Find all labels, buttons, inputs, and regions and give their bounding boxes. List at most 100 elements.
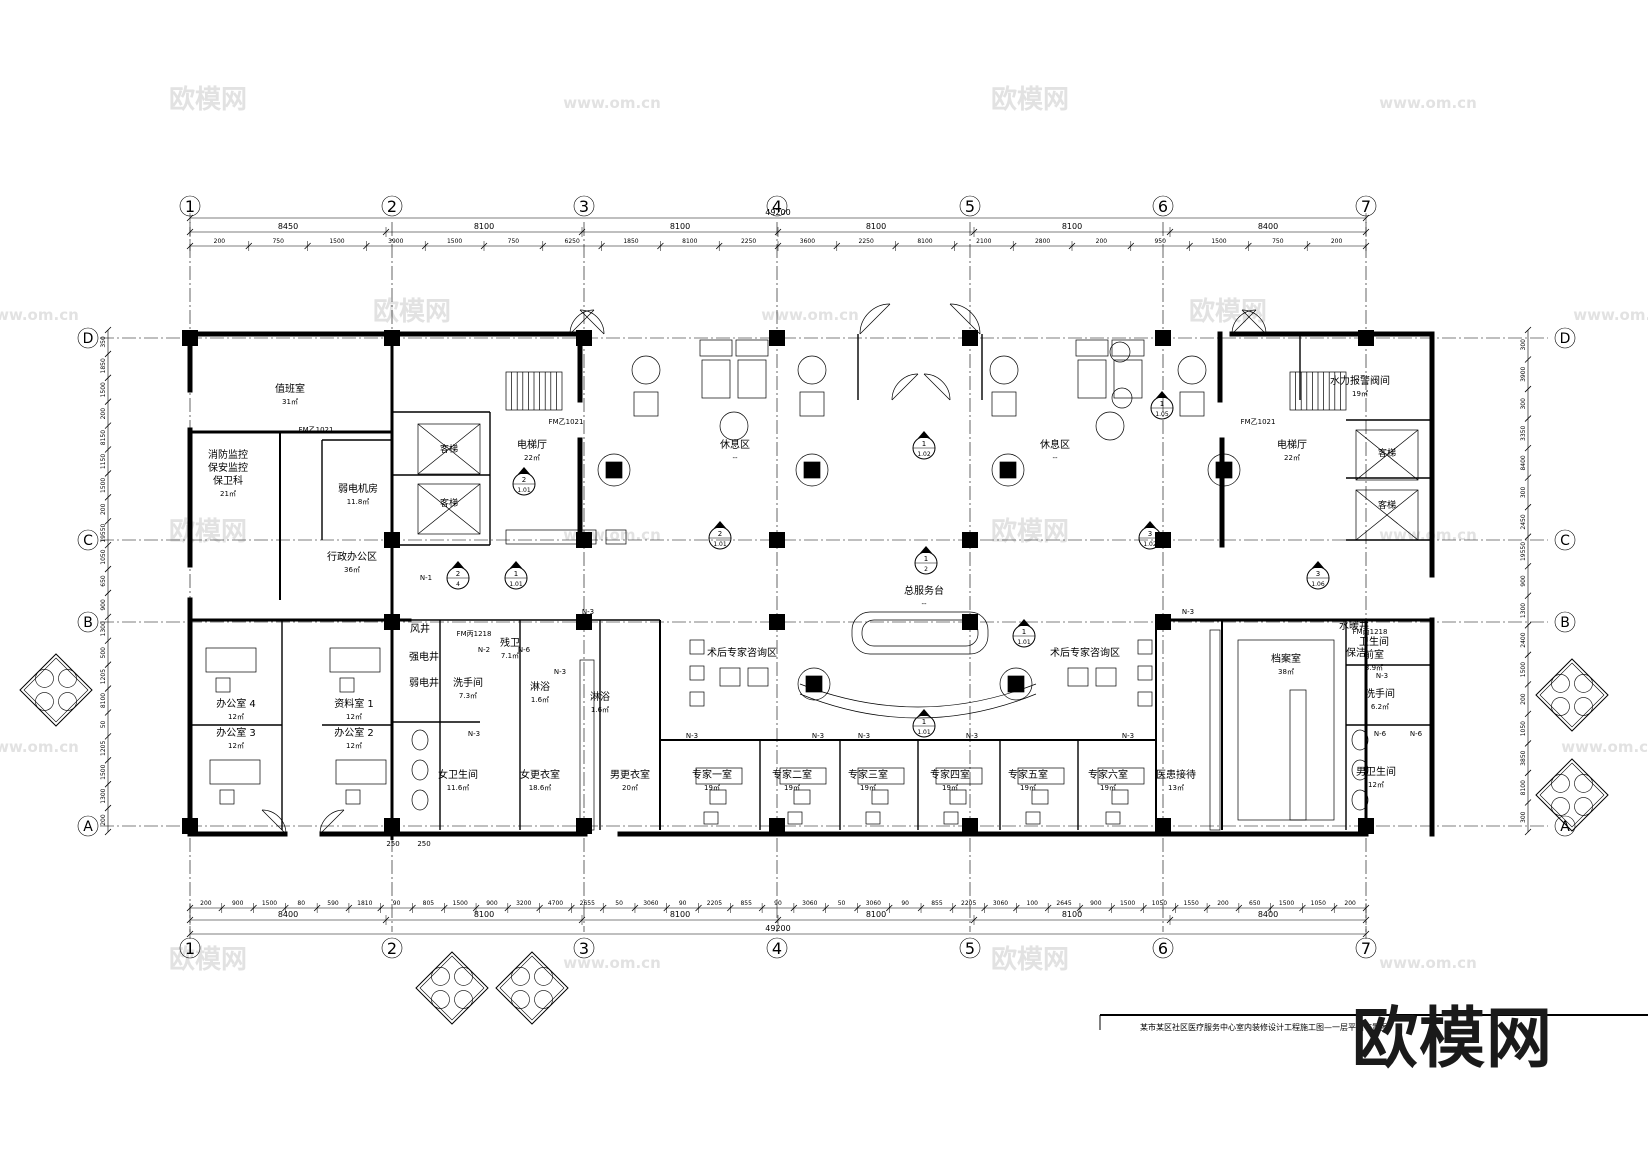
dim-left-value: 900 [100, 599, 107, 611]
watermark-text: www.om.cn [1573, 306, 1648, 324]
section-marker-num: 1 [1160, 400, 1164, 408]
cabinet-symbol [1109, 341, 1131, 363]
room-name: 专家五室 [1008, 768, 1048, 781]
section-marker-num: 2 [522, 476, 526, 484]
grid-label-column: 1 [185, 197, 195, 216]
dim-right-tick [1524, 533, 1532, 540]
side-seat [1137, 639, 1153, 655]
door-tag: FM丙1218 [457, 630, 492, 638]
room-area: 19㎡ [784, 784, 800, 792]
door-swing-leaf [569, 309, 595, 335]
elevator-car [417, 423, 481, 475]
door-tag: N-3 [812, 732, 824, 740]
interior-elevation-key [1535, 658, 1609, 732]
room-name: 资料室 1 [334, 697, 374, 710]
dim-left-value: 1150 [100, 454, 107, 469]
dim-right-tick [1524, 444, 1532, 452]
round-column [1207, 453, 1241, 487]
room-name: 术后专家咨询区 [1050, 646, 1120, 659]
dim-left-tick [104, 613, 112, 621]
interior-elevation-key-circle [1574, 697, 1593, 716]
watermark-text: 欧模网 [169, 944, 247, 975]
room-area: 3.9㎡ [1365, 664, 1383, 672]
dim-right-value: 1300 [1520, 603, 1527, 618]
interior-elevation-key-circle [534, 990, 553, 1009]
room-name: 前室 [1364, 648, 1384, 661]
dim-detail-bottom-value: 3060 [993, 900, 1008, 907]
grid-label-column: 6 [1158, 939, 1168, 958]
dim-detail-top-value: 2800 [1035, 238, 1050, 245]
grid-bubble [1554, 611, 1576, 633]
structural-column [769, 614, 785, 630]
room-area: 19㎡ [860, 784, 876, 792]
section-callouts: 11.0221.011221.0131.0211.0111.012411.013… [19, 391, 1609, 1025]
dim-right-tick [1524, 622, 1532, 629]
dim-detail-top-value: 1850 [623, 238, 638, 245]
desk [209, 759, 261, 785]
door-swing [261, 809, 287, 835]
watermark-text: www.om.cn [1379, 526, 1477, 544]
structural-column [576, 330, 592, 346]
door-tag: FM乙1021 [549, 418, 584, 426]
dim-detail-bottom-value: 1550 [1184, 900, 1199, 907]
dim-detail-top-value: 6250 [565, 238, 580, 245]
room-area: -- [1052, 454, 1058, 462]
interior-elevation-key-circle [454, 967, 473, 986]
dim-left-value: 19550 [100, 523, 107, 542]
round-column [795, 453, 829, 487]
room-name: 保卫科 [213, 474, 243, 487]
dim-right-value: 300 [1520, 339, 1527, 351]
armchair [1177, 355, 1207, 385]
lounge-sofa-set [735, 339, 769, 357]
lounge-sofa-set [701, 359, 731, 399]
room-area: 31㎡ [282, 398, 298, 406]
room-name: 强电井 [409, 650, 439, 663]
dim-detail-top-value: 8100 [917, 238, 932, 245]
dim-detail-bottom-value: 1810 [357, 900, 372, 907]
grid-bubble [1554, 529, 1576, 551]
elevator-label: 客梯 [440, 497, 458, 509]
dim-detail-bottom-value: 590 [327, 900, 339, 907]
dim-detail-top-value: 200 [1096, 238, 1108, 245]
dim-detail-bottom-value: 90 [393, 900, 401, 907]
room-name: 办公室 3 [216, 726, 256, 739]
interior-elevation-key-inner [1539, 662, 1605, 728]
grid-bubble [766, 937, 788, 959]
toilet [411, 759, 429, 781]
dim-right-value: 300 [1520, 398, 1527, 410]
door-swing-leaf [319, 809, 345, 835]
grid-bubble [959, 937, 981, 959]
room-area: 12㎡ [228, 713, 244, 721]
section-marker-ref: 1.05 [1155, 411, 1169, 418]
dim-detail-top-value: 2250 [859, 238, 874, 245]
room-area: 12㎡ [1368, 781, 1384, 789]
room-name: 休息区 [720, 438, 750, 451]
dim-detail-top-value: 750 [1272, 238, 1284, 245]
room-label: 术后专家咨询区 [1050, 646, 1120, 659]
interior-elevation-key-circle [58, 669, 77, 688]
dim-right-value: 200 [1520, 693, 1527, 705]
dim-left-tick [104, 541, 112, 549]
toilet [1351, 789, 1369, 811]
dim-detail-bottom-value: 90 [679, 900, 687, 907]
elevator-car-x [417, 423, 481, 475]
side-seat [1137, 691, 1153, 707]
chair [1111, 789, 1129, 805]
grid-label-column: 4 [772, 939, 782, 958]
chair [871, 789, 889, 805]
desk [329, 647, 381, 673]
dim-detail-bottom-value: 3060 [643, 900, 658, 907]
dim-right-value: 300 [1520, 487, 1527, 499]
grid-label-row: C [1560, 533, 1570, 549]
armchair [799, 391, 825, 417]
room-area: 7.1㎡ [501, 652, 519, 660]
door-tag: N-3 [554, 668, 566, 676]
chair [703, 811, 719, 825]
dim-left-value: 8100 [100, 693, 107, 708]
room-name: 专家六室 [1088, 768, 1128, 781]
dim-right-tick [1524, 503, 1532, 511]
dim-left-tick [104, 326, 112, 334]
grid-label-row: D [83, 331, 94, 347]
dim-detail-top-value: 1500 [1211, 238, 1226, 245]
